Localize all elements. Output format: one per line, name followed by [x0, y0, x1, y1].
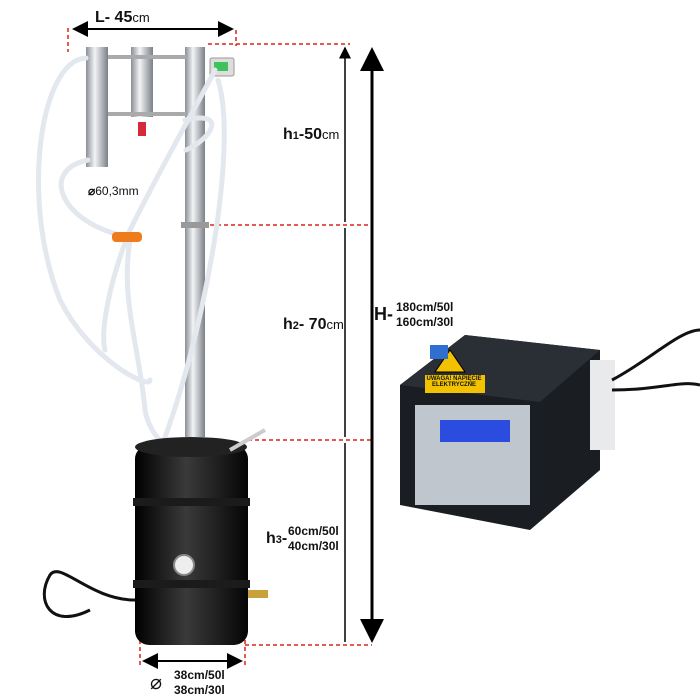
keg: [133, 428, 268, 645]
controller-box: [400, 328, 700, 530]
total-height-label: H-: [374, 304, 393, 324]
h1-label: h1-50cm: [283, 126, 340, 143]
h2-label: h2- 70cm: [283, 316, 344, 333]
y-splitter: [112, 232, 142, 242]
power-cord: [42, 570, 136, 618]
length-label: L- 45cm: [95, 9, 150, 26]
diameter-icon: ⌀: [150, 672, 163, 694]
h3-label: h3-: [266, 530, 288, 547]
diameter-icon: ⌀: [88, 184, 96, 198]
warning-label: UWAGA! NAPIĘCIE ELEKTRYCZNE: [426, 376, 482, 388]
controller-display: [440, 420, 510, 442]
guide-lines: [67, 28, 372, 665]
column-diameter-label: ⌀60,3mm: [88, 184, 139, 198]
hoses: [36, 55, 227, 463]
dimension-arrows: [72, 21, 384, 669]
